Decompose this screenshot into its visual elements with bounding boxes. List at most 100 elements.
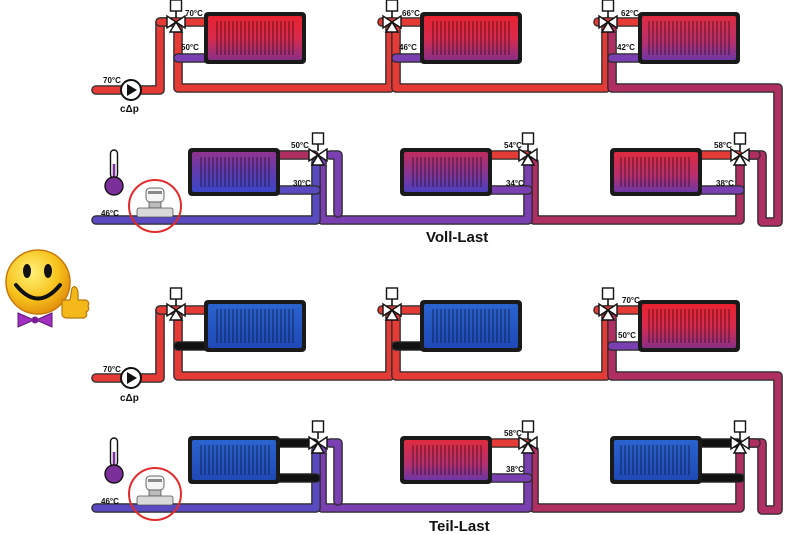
full-r5-out: 34°C [506, 179, 524, 188]
full-r1-in: 70°C [185, 9, 203, 18]
radiator [610, 436, 702, 484]
valve-port [384, 20, 400, 33]
three-way-valve-icon [166, 287, 186, 321]
radiator-fins [410, 157, 482, 187]
valve-port [598, 14, 610, 30]
valve-actuator [311, 132, 325, 145]
valve-port [174, 14, 186, 30]
radiator-fins [620, 157, 692, 187]
smiley-thumbs-up-icon [5, 249, 90, 328]
valve-port [308, 147, 320, 163]
radiator [610, 148, 702, 196]
valve-port [166, 302, 178, 318]
valve-actuator [169, 287, 183, 300]
valve-port [732, 153, 748, 166]
valve-port [520, 153, 536, 166]
lower-return-pipe [326, 439, 342, 505]
radiator-fins [198, 157, 270, 187]
radiator [204, 300, 306, 352]
valve-actuator [733, 420, 747, 433]
valve-port [600, 308, 616, 321]
thermometer-column [112, 452, 116, 468]
three-way-valve-icon [518, 420, 538, 454]
radiator [638, 300, 740, 352]
pump-arrow [127, 84, 137, 96]
full-supply-temp: 70°C [103, 76, 121, 85]
three-way-valve-icon [518, 132, 538, 166]
radiator [420, 12, 522, 64]
part-pump-label: cΔp [120, 393, 139, 404]
lower-return-pipe [326, 151, 342, 217]
full-r5-in: 54°C [504, 141, 522, 150]
thermometer-icon [104, 149, 124, 196]
valve-body [136, 207, 174, 218]
valve-port [390, 302, 402, 318]
valve-port [316, 147, 328, 163]
radiator-fins [198, 445, 270, 475]
radiator-fins [214, 309, 296, 343]
radiator [400, 436, 492, 484]
radiator-fins [430, 309, 512, 343]
valve-port [526, 147, 538, 163]
pump-icon [120, 79, 142, 101]
return-pipe [92, 446, 320, 512]
valve-cap [148, 191, 162, 194]
right-loop-pipe [608, 312, 782, 514]
valve-port [390, 14, 402, 30]
thermostatic-valve-icon [128, 467, 182, 521]
valve-port [526, 435, 538, 451]
valve-port [168, 20, 184, 33]
three-way-valve-icon [598, 287, 618, 321]
full-r6-out: 30°C [293, 179, 311, 188]
full-load-title: Voll-Last [426, 229, 488, 246]
valve-actuator [521, 420, 535, 433]
valve-actuator [169, 0, 183, 12]
thermometer-icon [104, 437, 124, 484]
radiator [400, 148, 492, 196]
thermometer-bulb [104, 176, 124, 196]
return-pipe [92, 158, 320, 224]
valve-port [518, 147, 530, 163]
full-r2-in: 66°C [402, 9, 420, 18]
full-r3-out: 42°C [617, 43, 635, 52]
valve-port [316, 435, 328, 451]
three-way-valve-icon [598, 0, 618, 33]
full-r2-out: 46°C [399, 43, 417, 52]
radiator-fins [648, 21, 730, 55]
valve-port [310, 153, 326, 166]
valve-port [738, 435, 750, 451]
radiator [638, 12, 740, 64]
three-way-valve-icon [382, 287, 402, 321]
full-pump-label: cΔp [120, 104, 139, 115]
valve-neck [148, 201, 162, 209]
valve-port [310, 441, 326, 454]
radiator-fins [430, 21, 512, 55]
valve-port [382, 302, 394, 318]
valve-port [730, 147, 742, 163]
valve-neck [148, 489, 162, 497]
valve-actuator [311, 420, 325, 433]
part-return-temp: 46°C [101, 497, 119, 506]
radiator-fins [410, 445, 482, 475]
three-way-valve-icon [166, 0, 186, 33]
valve-port [738, 147, 750, 163]
valve-actuator [601, 287, 615, 300]
right-loop-pipe [608, 24, 782, 226]
valve-port [168, 308, 184, 321]
valve-port [600, 20, 616, 33]
valve-port [730, 435, 742, 451]
valve-head [145, 475, 165, 491]
highlight-circle [128, 467, 182, 521]
valve-port [174, 302, 186, 318]
full-r6-in: 50°C [291, 141, 309, 150]
valve-port [606, 14, 618, 30]
radiator [420, 300, 522, 352]
valve-port [308, 435, 320, 451]
valve-port [166, 14, 178, 30]
full-r4-in: 58°C [714, 141, 732, 150]
valve-body [136, 495, 174, 506]
three-way-valve-icon [308, 420, 328, 454]
valve-port [732, 441, 748, 454]
valve-cap [148, 479, 162, 482]
